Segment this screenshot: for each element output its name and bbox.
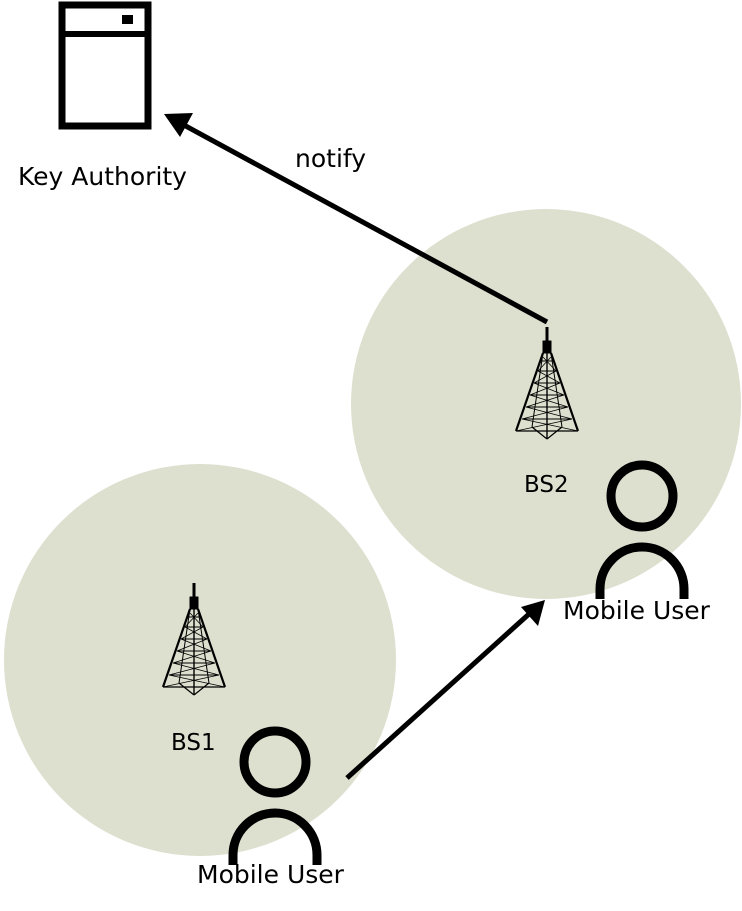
bs2-coverage-area — [351, 209, 741, 599]
key-authority-label: Key Authority — [18, 162, 187, 191]
bs2-label: BS2 — [524, 472, 569, 498]
mobile-user-1-label: Mobile User — [197, 860, 344, 889]
mobile-user-2-label: Mobile User — [563, 596, 710, 625]
handover-arrow — [345, 600, 545, 780]
bs1-coverage-area — [4, 464, 396, 856]
notify-label: notify — [295, 144, 367, 173]
bs1-label: BS1 — [171, 730, 216, 756]
notify-arrow — [164, 113, 549, 325]
server-icon — [58, 1, 152, 130]
